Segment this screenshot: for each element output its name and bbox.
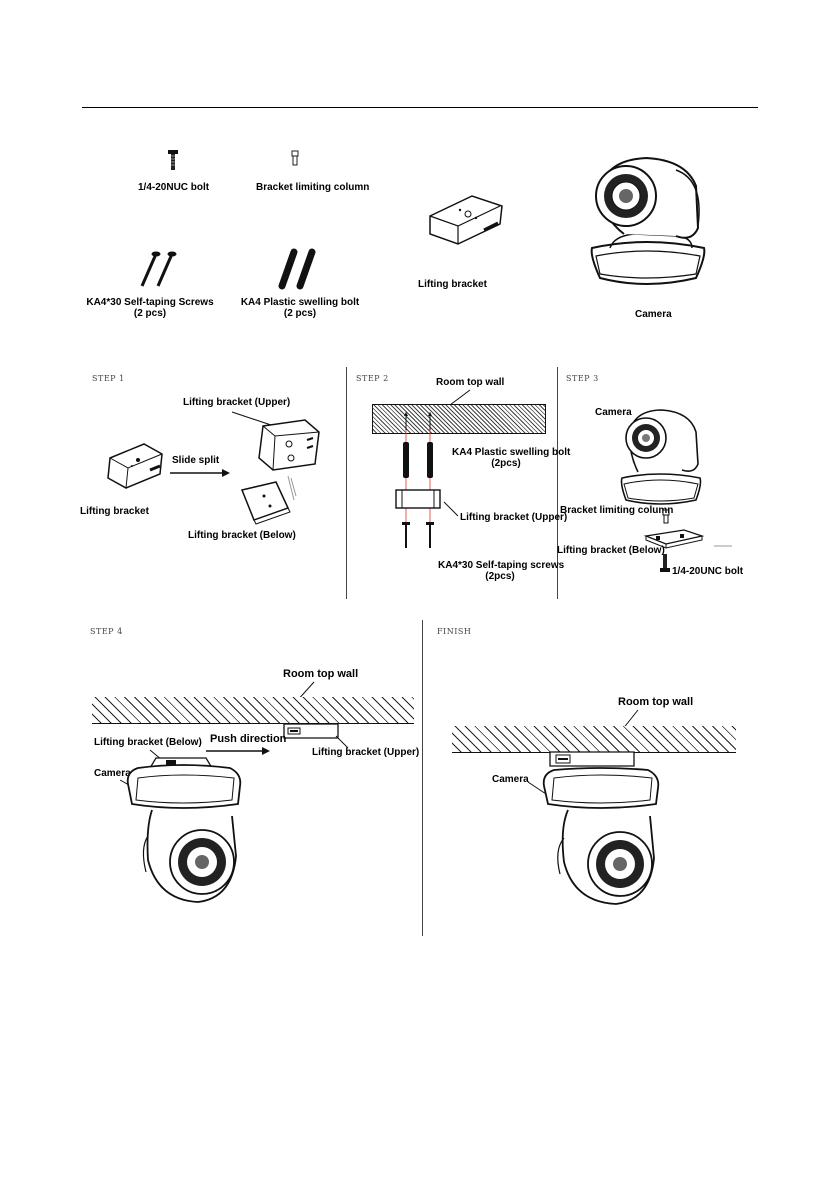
screws-label: KA4*30 Self-taping Screws(2 pcs) — [86, 297, 214, 319]
lifting-bracket-label: Lifting bracket — [418, 279, 487, 290]
step2-upper-leader — [443, 501, 459, 517]
step3-below-bracket-icon — [643, 529, 705, 549]
header-rule — [82, 107, 758, 108]
camera-icon — [590, 156, 706, 285]
step1-below-bracket-icon — [240, 481, 291, 525]
limiting-column-icon — [291, 150, 299, 166]
step4-upper-bracket-icon — [283, 723, 339, 739]
finish-room-wall — [452, 726, 736, 753]
swelling-bolt-icon — [278, 248, 316, 290]
step4-title: STEP 4 — [90, 627, 123, 636]
step1-slide-label: Slide split — [172, 455, 220, 466]
swelling-bolt-label: KA4 Plastic swelling bolt(2 pcs) — [240, 297, 360, 319]
step2-room-wall — [372, 404, 546, 434]
step3-bolt-label: 1/4-20UNC bolt — [672, 566, 744, 577]
step2-screws-label: KA4*30 Self-taping screws(2pcs) — [438, 560, 565, 582]
step3-below-label: Lifting bracket (Below) — [557, 545, 665, 556]
step2-wall-label: Room top wall — [436, 377, 505, 388]
divider-step4-finish — [422, 620, 423, 936]
step3-title: STEP 3 — [566, 374, 599, 383]
step3-dash-icon — [714, 545, 732, 547]
step2-title: STEP 2 — [356, 374, 389, 383]
step4-push-label: Push direction — [210, 733, 287, 745]
step4-below-label: Lifting bracket (Below) — [94, 737, 202, 748]
finish-camera-leader — [527, 781, 547, 795]
step1-title: STEP 1 — [92, 374, 125, 383]
finish-camera-label: Camera — [492, 774, 529, 785]
step3-camera-icon — [620, 409, 702, 505]
step2-assembly-diagram — [395, 412, 441, 548]
finish-camera-icon — [542, 767, 660, 905]
step4-camera-label: Camera — [94, 768, 131, 779]
limiting-column-label: Bracket limiting column — [256, 182, 370, 193]
finish-title: FINISH — [437, 627, 472, 636]
camera-label: Camera — [635, 309, 672, 320]
step3-camera-label: Camera — [595, 407, 632, 418]
bolt-icon — [168, 150, 178, 170]
step1-upper-label: Lifting bracket (Upper) — [183, 397, 291, 408]
step4-camera-icon — [126, 757, 242, 903]
step4-upper-leader — [335, 735, 349, 749]
finish-wall-label: Room top wall — [618, 696, 694, 708]
step4-push-arrow-icon — [206, 747, 270, 755]
step2-swelling-label: KA4 Plastic swelling bolt(2pcs) — [452, 447, 571, 469]
divider-step1-step2 — [346, 367, 347, 599]
finish-bracket-icon — [549, 751, 635, 767]
step3-bolt-icon — [660, 554, 670, 572]
step4-upper-label: Lifting bracket (Upper) — [312, 747, 420, 758]
divider-step2-step3 — [557, 367, 558, 599]
step4-wall-label: Room top wall — [283, 668, 359, 680]
lifting-bracket-icon — [429, 195, 503, 245]
bolt-label: 1/4-20NUC bolt — [138, 182, 210, 193]
step1-bracket-label: Lifting bracket — [80, 506, 149, 517]
step1-upper-bracket-icon — [258, 419, 320, 471]
step1-bracket-icon — [107, 443, 163, 489]
step3-column-label: Bracket limiting column — [560, 505, 674, 516]
step1-arrow-icon — [170, 469, 230, 477]
step1-slide-hint-icon — [287, 475, 297, 501]
screws-icon — [140, 251, 177, 287]
step4-room-wall — [92, 697, 414, 724]
step3-column-icon — [662, 509, 670, 524]
step2-upper-label: Lifting bracket (Upper) — [460, 512, 568, 523]
step1-below-label: Lifting bracket (Below) — [188, 530, 296, 541]
